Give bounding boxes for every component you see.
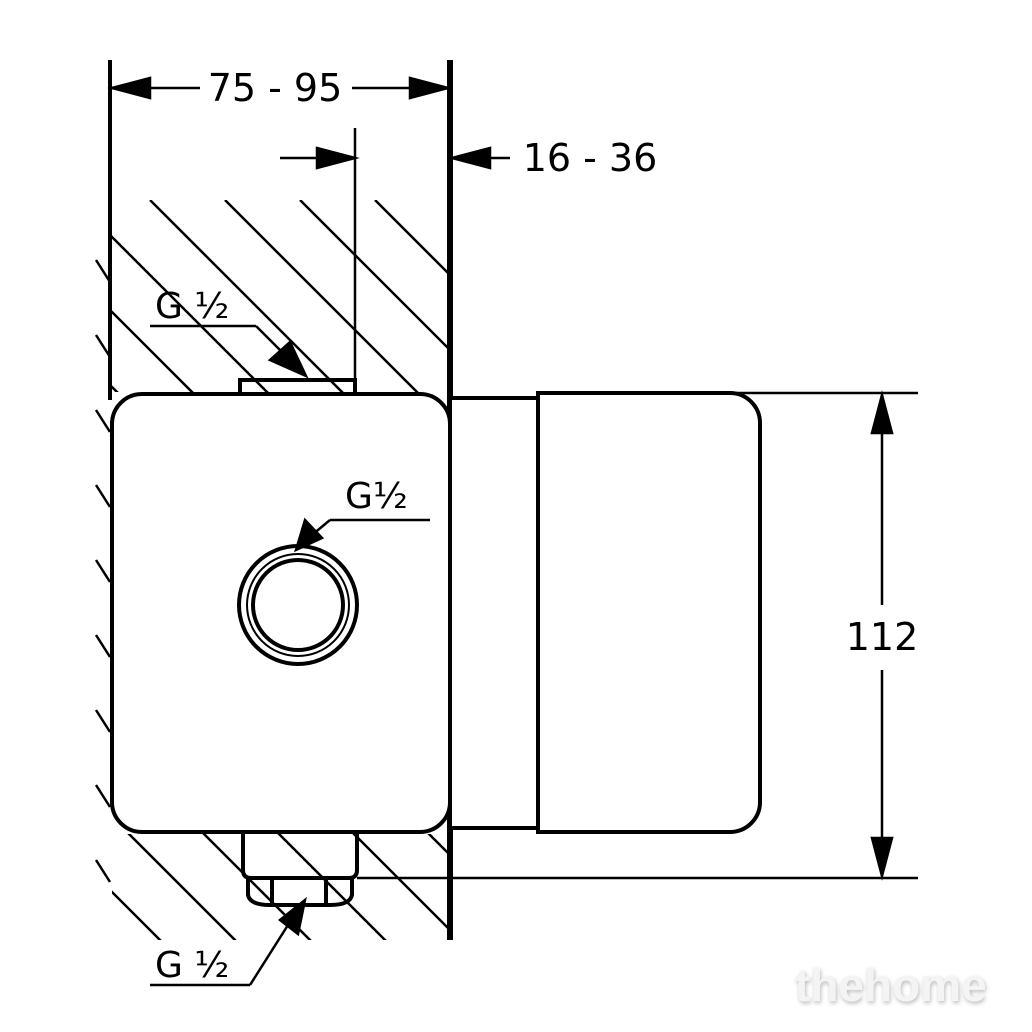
hatch-line [202, 834, 312, 940]
dimension-height: 112 [846, 615, 919, 659]
arrow-icon [447, 146, 492, 170]
hatch-line [112, 890, 162, 940]
hatch-line [0, 780, 35, 1032]
label-center-connection: G½ [345, 476, 408, 517]
arrow-icon [870, 390, 894, 435]
hatch-line [277, 834, 387, 940]
hatch-line [374, 200, 448, 275]
dimension-cover-depth: 16 - 36 [523, 136, 658, 180]
watermark: thehome [795, 959, 987, 1011]
hatch-line [112, 310, 194, 392]
hatch-line [352, 834, 448, 930]
hatch-line [94, 859, 112, 883]
center-port-inner [251, 558, 345, 652]
hatch-line [94, 484, 112, 508]
bottom-pipe-stub [241, 832, 359, 880]
hatch-line [94, 784, 112, 808]
hatch-line [94, 409, 112, 433]
cover-plate [448, 396, 540, 830]
hatch-line [94, 559, 112, 583]
arrow-icon [107, 76, 152, 100]
hatch-line [299, 200, 448, 350]
hatch-line [0, 200, 35, 460]
arrow-icon [277, 896, 307, 937]
arrow-icon [294, 517, 325, 553]
valve-body [108, 60, 762, 940]
hatch-line [112, 235, 269, 392]
hatch-line [94, 334, 112, 358]
arrow-icon [267, 339, 309, 379]
dimension-wall-depth: 75 - 95 [208, 66, 343, 110]
hatch-line [127, 834, 237, 940]
label-top-connection: G ½ [155, 286, 229, 327]
hatch-line [0, 200, 110, 460]
label-bottom-connection: G ½ [155, 945, 229, 986]
arrow-icon [870, 836, 894, 881]
hatch-line [94, 259, 112, 283]
arrow-icon [408, 76, 453, 100]
center-port-thread [246, 553, 350, 657]
arrow-icon [315, 146, 360, 170]
hatch-line [94, 709, 112, 733]
hatch-line [149, 200, 344, 392]
dimension-lines [107, 76, 918, 987]
handle-knob [536, 391, 762, 834]
hatch-line [94, 634, 112, 658]
hatch-line [0, 780, 110, 1032]
housing [110, 392, 452, 834]
